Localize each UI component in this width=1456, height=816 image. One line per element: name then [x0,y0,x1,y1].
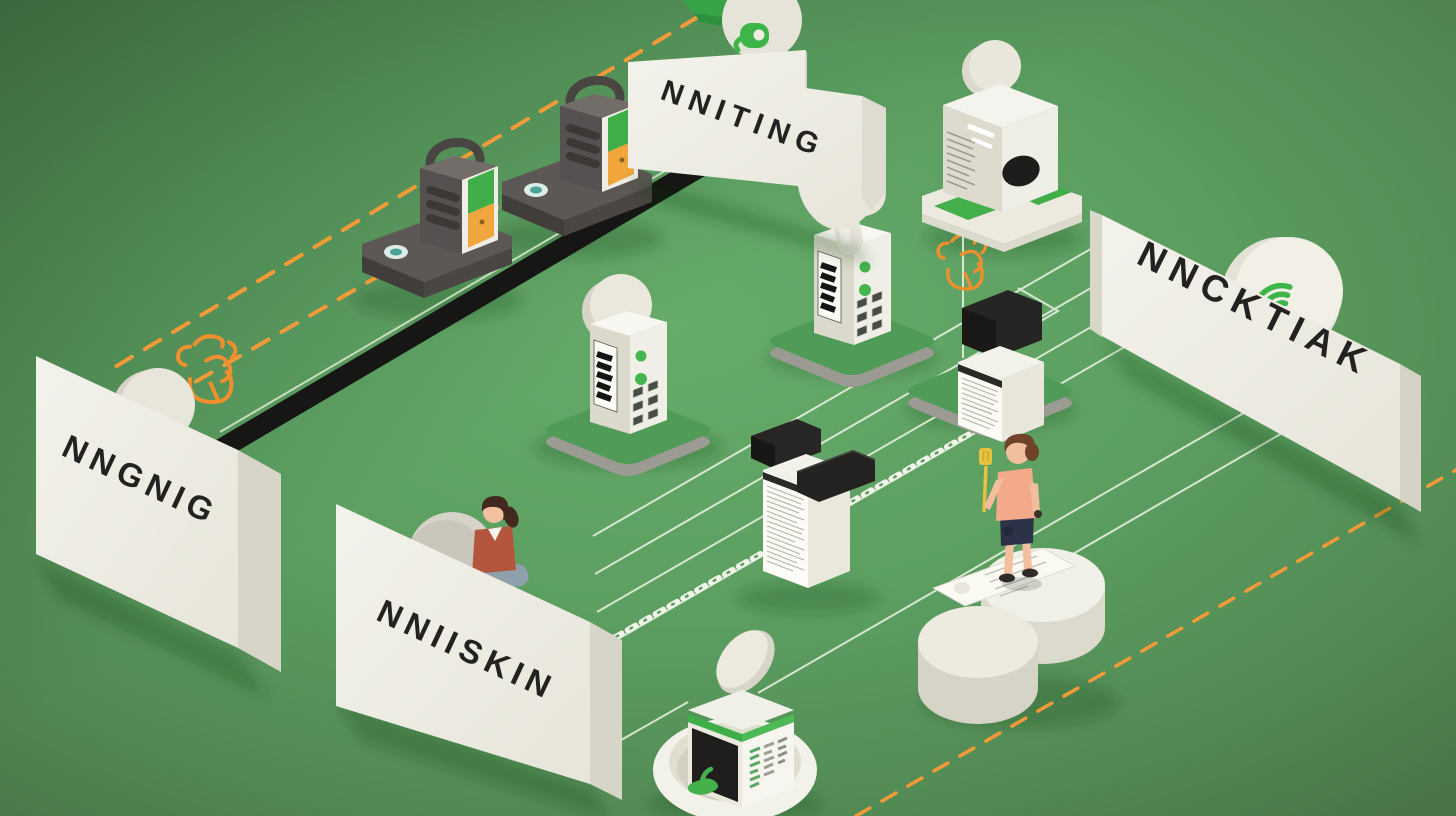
person-trophy-fork [979,448,992,513]
grinder-top-disc [969,40,1021,92]
person-head [1006,440,1030,464]
lock-badge-icon [733,23,769,53]
sign-left: NNGNIG [36,356,281,700]
disc-front [918,606,1038,678]
feedback-machine [653,630,817,816]
grinder-port-hole [1002,155,1040,187]
person-leg [1004,540,1014,575]
sign-bottom-shadow [336,700,608,816]
sign-right-face [1102,215,1400,500]
machine-glyph-columns [749,736,788,789]
orange-dashed-line-bottom [854,468,1456,816]
machine-green-stripe [688,714,742,742]
road-highlight-line [219,119,753,433]
tower-pad [797,451,875,502]
sign-left-face [36,356,238,648]
sign-right-shadow [1102,340,1420,545]
sign-bottom-face [336,504,590,784]
person-arm [984,478,1004,510]
grinder-machine [922,40,1082,252]
standing-person [979,433,1042,591]
woman-torso [472,526,516,574]
person-hair [1004,433,1035,456]
tower-machine [751,419,876,588]
person-shirt [996,468,1036,521]
kiosk-receipt-lines [961,377,999,430]
sign-top-shadow [628,175,872,266]
dispenser-machine-center [546,274,710,476]
person-arm [1030,482,1040,513]
sign-right: NNCKTIAK [1090,210,1421,545]
kiosk-machine [908,290,1072,442]
sign-bottom: NNIISKIN [336,496,622,816]
sign-top: NNITING [628,0,886,266]
thumbs-up-icon [687,766,719,795]
sign-top-face [628,50,886,230]
orange-dashed-line-top [103,0,728,375]
machine-top-leaf [716,630,768,688]
woman-hair [481,496,509,520]
tower-text-lines [766,485,805,572]
connector-lines [592,225,1401,753]
sign-left-shadow [36,560,270,700]
person-leg [1022,536,1032,572]
